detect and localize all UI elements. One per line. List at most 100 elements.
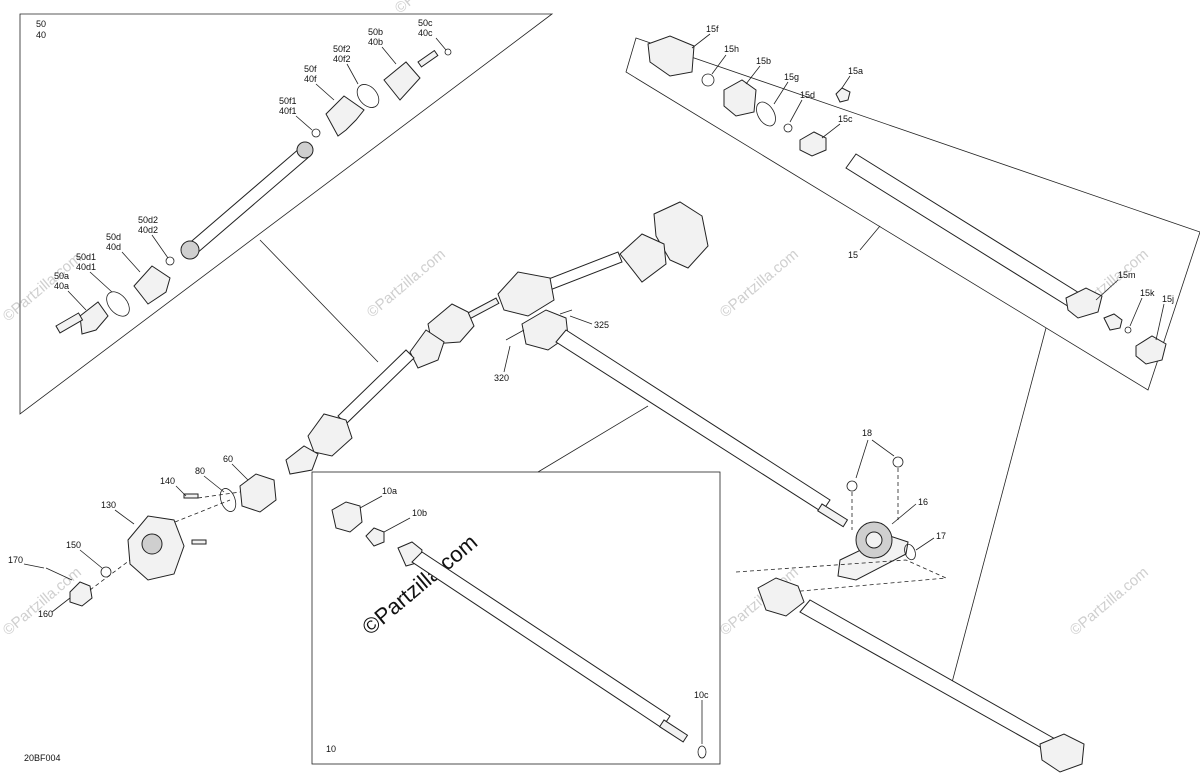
callout: 50d1: [76, 252, 96, 262]
box-outline: [19, 13, 554, 415]
callout: 15j: [1162, 294, 1174, 304]
wheel-hub-group: 60 80 140 130 150 170 160: [8, 454, 277, 619]
callout: 140: [160, 476, 175, 486]
inner-shaft: [545, 251, 623, 291]
bolt-140b: [191, 539, 207, 545]
tripod-lower: [180, 240, 200, 260]
half-shaft: [185, 147, 311, 255]
callout: 170: [8, 555, 23, 565]
inner-cv-housing: [497, 271, 555, 317]
callout: 50d2: [138, 215, 158, 225]
ring-80: [219, 488, 237, 512]
leader-line: [537, 405, 649, 473]
nut-15a: [835, 87, 851, 103]
nut-18b: [892, 456, 904, 468]
callout: 50c: [418, 18, 433, 28]
spline-mid: [465, 297, 500, 320]
ring-15h: [701, 73, 715, 87]
bearing-60: [239, 473, 277, 513]
bolt-140: [183, 493, 199, 499]
watermark: ©Partzilla.com: [0, 250, 85, 325]
callout: 40f: [304, 74, 317, 84]
ring-17: [904, 543, 916, 561]
spline-end: [817, 503, 849, 528]
bearing-16-inner: [865, 531, 883, 549]
box-label-10: 10: [326, 744, 336, 754]
callout: 60: [223, 454, 233, 464]
clip-15k: [1124, 326, 1132, 334]
outer-boot: [307, 413, 353, 457]
leader-line: [949, 327, 1047, 691]
watermark: ©Partzilla.com: [1067, 564, 1152, 639]
circlip-40c: [444, 48, 452, 56]
rear-coupler: [757, 577, 805, 617]
boot-lower: [133, 265, 171, 305]
yoke-15f: [647, 35, 695, 77]
spline-10: [658, 719, 689, 743]
callout: 40c: [418, 28, 433, 38]
callout: 15f: [706, 24, 719, 34]
callout: 10a: [382, 486, 397, 496]
box-outline: [625, 37, 1200, 391]
diagram-id: 20BF004: [24, 753, 61, 763]
callout: 10c: [694, 690, 709, 700]
watermark: ©Partzilla.com: [364, 246, 449, 321]
main-shaft: [337, 349, 415, 425]
rear-driveshaft-box: 15f 15h 15b 15g 15a 15d 15c 15 15m 15k 1…: [625, 24, 1200, 391]
propshaft-tube: [555, 329, 831, 513]
stub-shaft: [55, 312, 84, 334]
callout: 10b: [412, 508, 427, 518]
rear-yoke: [1039, 733, 1085, 773]
callout: 40d1: [76, 262, 96, 272]
cv-housing: [383, 61, 421, 101]
boot-ring-lower: [106, 291, 130, 317]
boot-outer: [325, 95, 365, 137]
nut-160: [69, 581, 93, 607]
callout: 130: [101, 500, 116, 510]
ujoint-15c: [799, 131, 827, 157]
watermark: ©Partzilla.com: [392, 0, 477, 17]
washer-150: [100, 566, 112, 578]
leader-line: [259, 239, 379, 363]
watermark: ©Partzilla.com: [717, 246, 802, 321]
clip-15d: [783, 123, 793, 133]
front-propshaft: 325 320: [494, 309, 849, 528]
callout: 325: [594, 320, 609, 330]
callout: 15c: [838, 114, 853, 124]
front-axle-box: 50 40 50c 40c 50b 40b 50f2 40f2 50f 40f: [19, 13, 554, 415]
cross-10b: [365, 527, 385, 547]
bearing-15b: [723, 79, 757, 117]
callout: 40a: [54, 281, 69, 291]
callout: 15a: [848, 66, 863, 76]
cross-15k: [1103, 313, 1123, 331]
callout: 50d: [106, 232, 121, 242]
callout: 15b: [756, 56, 771, 66]
clamp-small: [311, 128, 321, 138]
callout: 15m: [1118, 270, 1136, 280]
alignment-line: [735, 559, 948, 593]
rear-tube: [799, 599, 1065, 757]
outer-cv: [285, 445, 319, 475]
tripod-joint: [296, 141, 314, 159]
housing-spline: [417, 49, 439, 68]
callout: 160: [38, 609, 53, 619]
differential-flange: [653, 201, 709, 269]
callout: 17: [936, 531, 946, 541]
yoke-15m: [1065, 287, 1103, 319]
callout: 40d: [106, 242, 121, 252]
bolt-325: [559, 309, 573, 315]
driveshaft-tube: [411, 551, 671, 729]
callout: 50f2: [333, 44, 351, 54]
rear-propshaft: [757, 577, 1085, 773]
callout: 80: [195, 466, 205, 476]
box-label-40: 40: [36, 30, 46, 40]
callout: 15g: [784, 72, 799, 82]
assembled-halfshaft: [285, 201, 709, 475]
callout: 40d2: [138, 225, 158, 235]
callout: 15d: [800, 90, 815, 100]
inner-boot: [619, 233, 667, 283]
clamp-lower: [165, 256, 175, 266]
callout: 150: [66, 540, 81, 550]
callout: 15k: [1140, 288, 1155, 298]
